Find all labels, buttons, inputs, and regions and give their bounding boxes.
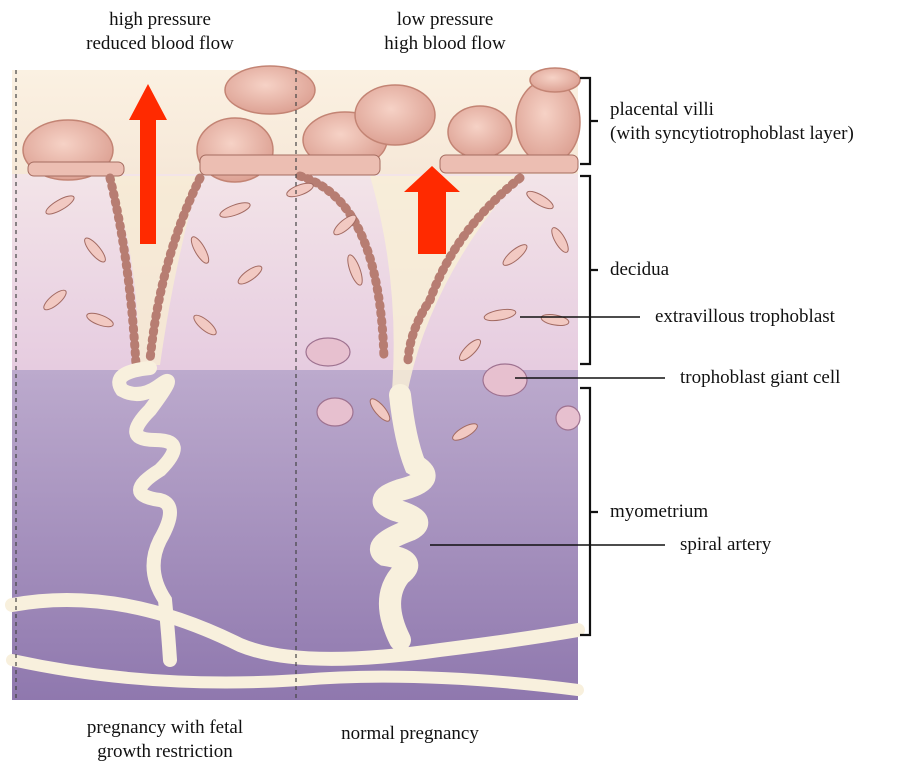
caption-high-pressure-line1: high pressure [60,8,260,32]
label-myometrium: myometrium [610,500,708,524]
label-placental-villi: placental villi (with syncytiotrophoblas… [610,98,854,146]
caption-fgr-line2: growth restriction [50,740,280,764]
label-placental-villi-line1: placental villi [610,98,854,122]
label-extravillous-trophoblast: extravillous trophoblast [655,305,835,329]
caption-fetal-growth-restriction: pregnancy with fetal growth restriction [50,716,280,764]
brackets [580,78,598,635]
caption-fgr-line1: pregnancy with fetal [50,716,280,740]
caption-high-pressure: high pressure reduced blood flow [60,8,260,56]
label-placental-villi-line2: (with syncytiotrophoblast layer) [610,122,854,146]
caption-high-pressure-line2: reduced blood flow [60,32,260,56]
label-spiral-artery: spiral artery [680,533,771,557]
bracket-placental-villi [580,78,598,164]
caption-low-pressure-line2: high blood flow [345,32,545,56]
caption-low-pressure-line1: low pressure [345,8,545,32]
label-decidua: decidua [610,258,669,282]
label-trophoblast-giant-cell: trophoblast giant cell [680,366,840,390]
bracket-myometrium [580,388,598,635]
caption-low-pressure: low pressure high blood flow [345,8,545,56]
bracket-decidua [580,176,598,364]
caption-normal-pregnancy: normal pregnancy [310,722,510,746]
